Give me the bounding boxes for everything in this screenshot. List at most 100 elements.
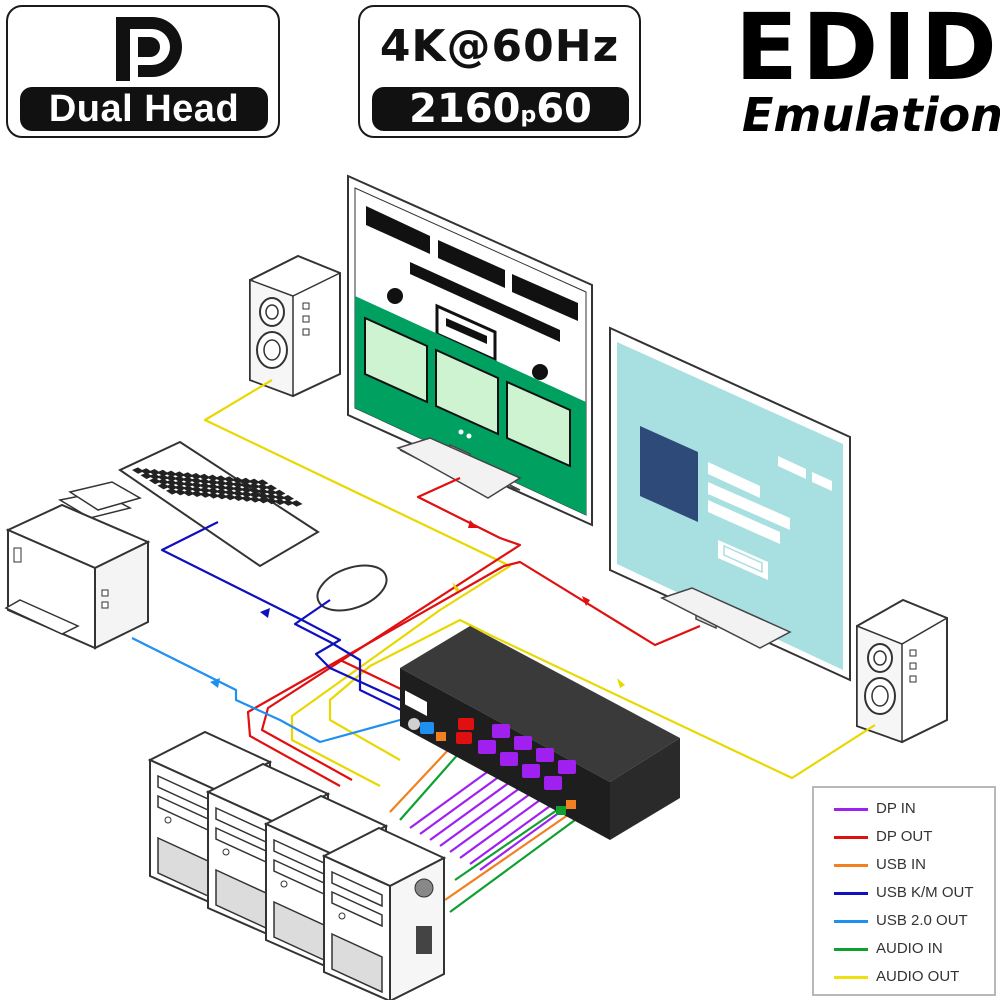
keyboard-key [257,497,270,504]
legend-swatch [834,864,868,867]
kvm-switch [400,626,680,840]
keyboard-key [215,493,228,500]
pc-tower-part [222,848,230,856]
keyboard-key [215,484,228,491]
legend-label: USB 2.0 OUT [876,912,968,929]
keyboard-key [265,484,277,491]
keyboard-key [223,485,236,492]
keyboard-key [256,483,269,491]
keyboard-key [190,490,203,497]
monitor-left [347,174,593,527]
cables [131,379,876,913]
keyboard-key [248,483,261,490]
keyboard-key [199,487,211,494]
keyboard-key [140,472,153,479]
keyboard-key [215,479,228,487]
keyboard-key [240,482,253,489]
keyboard-key [182,476,194,483]
keyboard-key [290,500,303,507]
keyboard-key [198,482,211,489]
printer [4,481,151,650]
keyboard-key [148,473,161,480]
keyboard-key [182,485,195,492]
keyboard-key [173,480,186,487]
keyboard-key [223,476,236,483]
mouse [316,564,388,612]
keyboard-key [256,488,269,495]
legend-label: AUDIO OUT [876,968,960,985]
keyboard-key [232,494,245,501]
keyboard-key [165,483,178,491]
keyboard-key [190,486,203,493]
monitor-right [609,326,851,682]
keyboard-key [149,477,161,485]
keyboard-key [174,489,187,496]
keyboard-key [232,485,244,493]
legend-swatch [834,920,868,923]
legend-swatch [834,836,868,839]
keyboard-key [248,491,261,499]
fan-icon [414,878,434,898]
edid-title: EDID [735,0,1000,101]
resolution-sub: p [520,103,537,128]
keyboard-key [156,469,169,477]
legend-item: USB IN [814,854,994,876]
keyboard-key [157,483,170,490]
keyboard-key [173,471,186,478]
keyboard-key [166,488,178,495]
resolution-main: 2160 [409,86,521,132]
keyboard-key [165,470,178,477]
keyboard-key [239,477,252,485]
keyboard-key [215,475,227,482]
keyboard-key [207,487,220,495]
legend-label: USB IN [876,856,927,873]
keyboard-key [265,497,278,505]
keyboard-key [223,480,236,487]
keyboard-key [165,475,178,482]
keyboard-key [198,473,211,481]
keyboard-key [215,488,228,495]
keyboard-key [157,478,170,485]
pc-tower-part [331,870,383,908]
keyboard-key [206,479,219,486]
legend-swatch [834,892,868,895]
legend-item: DP OUT [814,826,994,848]
keyboard-key [265,489,278,496]
resolution-line2: 2160p60 [372,87,629,131]
speaker-left [249,254,341,398]
legend-swatch [834,948,868,951]
keyboard-key [182,481,195,488]
keyboard-key [207,483,220,490]
keyboard-key [282,495,294,502]
keyboard-key [257,492,270,499]
vent-grill [416,926,432,954]
keyboard-key [256,479,269,486]
pc-tower-part [338,912,346,920]
pc-tower [321,826,447,1000]
keyboard-key [273,498,286,505]
resolution-end: 60 [536,86,592,132]
pc-tower-part [331,890,383,928]
screen-cyan-area [617,342,843,670]
legend-label: AUDIO IN [876,940,943,957]
keyboard-key [190,473,203,480]
keyboard-key [273,489,286,497]
keyboard-key [223,489,236,496]
legend-swatch [834,808,868,811]
keyboard-key [248,487,261,494]
keyboard-key [231,477,244,484]
legend-item: DP IN [814,798,994,820]
keyboard-key [273,494,286,501]
keyboard-key [190,481,203,489]
pc-tower-part [331,932,383,994]
pc-towers [147,730,447,1000]
keyboard [117,440,320,568]
resolution-badge: 4K@60Hz 2160p60 [358,5,641,138]
keyboard-key [199,491,212,498]
dual-head-badge: Dual Head [6,5,280,138]
pc-tower-part [164,816,172,824]
keyboard-key [207,492,220,499]
keyboard-key [240,491,253,498]
legend-item: AUDIO IN [814,938,994,960]
keyboard-key [240,486,253,493]
